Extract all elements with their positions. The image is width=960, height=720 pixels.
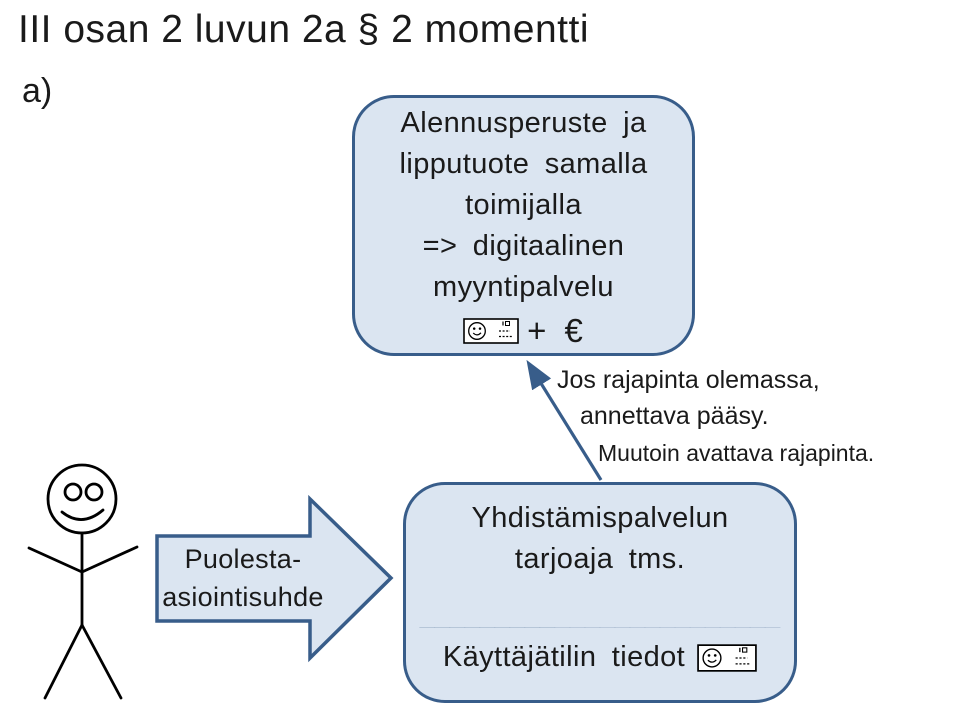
api-annotation-line: Jos rajapinta olemassa, bbox=[557, 366, 820, 394]
bottom-box: Yhdistämispalvelun tarjoaja tms. _______… bbox=[403, 482, 797, 703]
account-divider: ________________________ bbox=[419, 602, 781, 628]
api-annotation-line: annettava pääsy. bbox=[580, 402, 769, 430]
connector-arrow bbox=[526, 359, 603, 481]
slide-sub-label: a) bbox=[22, 72, 53, 110]
top-box-line: myyntipalvelu bbox=[433, 271, 614, 303]
flow-arrow-label: Puolesta- asiointisuhde bbox=[157, 540, 329, 616]
flow-arrow bbox=[155, 495, 394, 663]
stick-person-figure bbox=[27, 463, 139, 700]
bottom-box-footer-line: Käyttäjätilin tiedot bbox=[406, 637, 794, 678]
top-box-line: Alennusperuste ja bbox=[400, 107, 647, 139]
slide-title: III osan 2 luvun 2a § 2 momentti bbox=[18, 8, 589, 51]
top-box-line: toimijalla bbox=[465, 189, 582, 221]
bottom-box-footer-text: Käyttäjätilin tiedot bbox=[442, 641, 686, 673]
top-box-line: => digitaalinen bbox=[422, 230, 625, 262]
flow-arrow-label-line: asiointisuhde bbox=[162, 582, 324, 612]
id-card-smiley-icon bbox=[463, 317, 519, 344]
top-box-euro-line: + € bbox=[355, 310, 692, 351]
top-box-line: lipputuote samalla bbox=[399, 148, 648, 180]
flow-arrow-label-line: Puolesta- bbox=[184, 544, 302, 574]
top-box-euro-text: + € bbox=[527, 312, 584, 349]
api-annotation-line: Muutoin avattava rajapinta. bbox=[598, 440, 875, 466]
top-box: Alennusperuste ja lipputuote samalla toi… bbox=[352, 95, 695, 356]
bottom-box-line: Yhdistämispalvelun bbox=[471, 502, 729, 534]
bottom-box-line: tarjoaja tms. bbox=[514, 543, 686, 575]
id-card-smiley-icon bbox=[697, 643, 757, 672]
